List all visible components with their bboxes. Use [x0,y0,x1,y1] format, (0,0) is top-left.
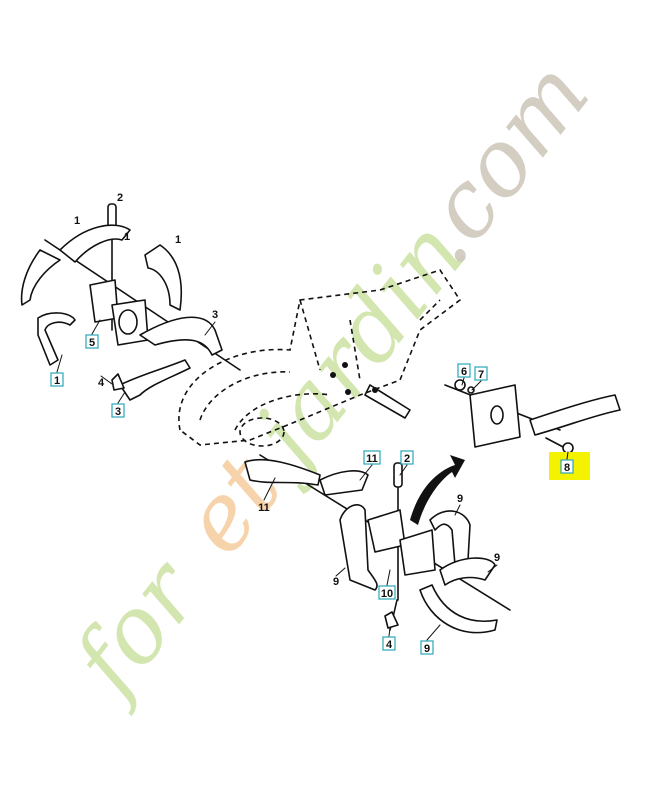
svg-text:7: 7 [478,369,484,381]
callout-box-7[interactable]: 7 [474,366,488,381]
svg-text:11: 11 [366,453,378,465]
svg-text:1: 1 [54,375,60,387]
left-tine-assembly [20,203,241,401]
callout-box-6[interactable]: 6 [457,363,471,378]
svg-text:5: 5 [89,337,95,349]
callout-11-plain[interactable]: 11 [258,502,270,514]
rotation-arrow [410,455,465,525]
plate-assembly [444,379,621,454]
callout-box-1[interactable]: 1 [50,372,64,387]
callout-1-a[interactable]: 1 [74,215,80,227]
right-tine-assembly [244,454,511,634]
callout-9-b[interactable]: 9 [494,552,500,564]
callout-1-c[interactable]: 1 [175,234,181,246]
svg-text:4: 4 [386,639,393,651]
callout-9-a[interactable]: 9 [457,493,463,505]
leader-lines [56,319,569,641]
callout-box-9[interactable]: 9 [420,640,434,655]
callout-1-b[interactable]: 1 [124,231,130,243]
svg-text:8: 8 [564,462,570,474]
callout-box-10[interactable]: 10 [378,585,396,600]
callout-9-c[interactable]: 9 [333,576,339,588]
callout-box-11[interactable]: 11 [363,450,381,465]
callout-box-4[interactable]: 4 [382,636,396,651]
svg-text:9: 9 [424,643,430,655]
callout-3[interactable]: 3 [212,309,218,321]
callout-2-top[interactable]: 2 [117,192,123,204]
svg-text:3: 3 [115,406,121,418]
callout-box-5[interactable]: 5 [85,334,99,349]
svg-text:2: 2 [404,453,410,465]
gearbox-housing [178,269,462,447]
svg-text:10: 10 [381,588,393,600]
callout-box-2[interactable]: 2 [400,450,414,465]
svg-text:6: 6 [461,366,467,378]
callout-box-3[interactable]: 3 [111,403,125,418]
callout-box-8[interactable]: 8 [560,459,574,474]
callout-4-left[interactable]: 4 [98,377,105,389]
